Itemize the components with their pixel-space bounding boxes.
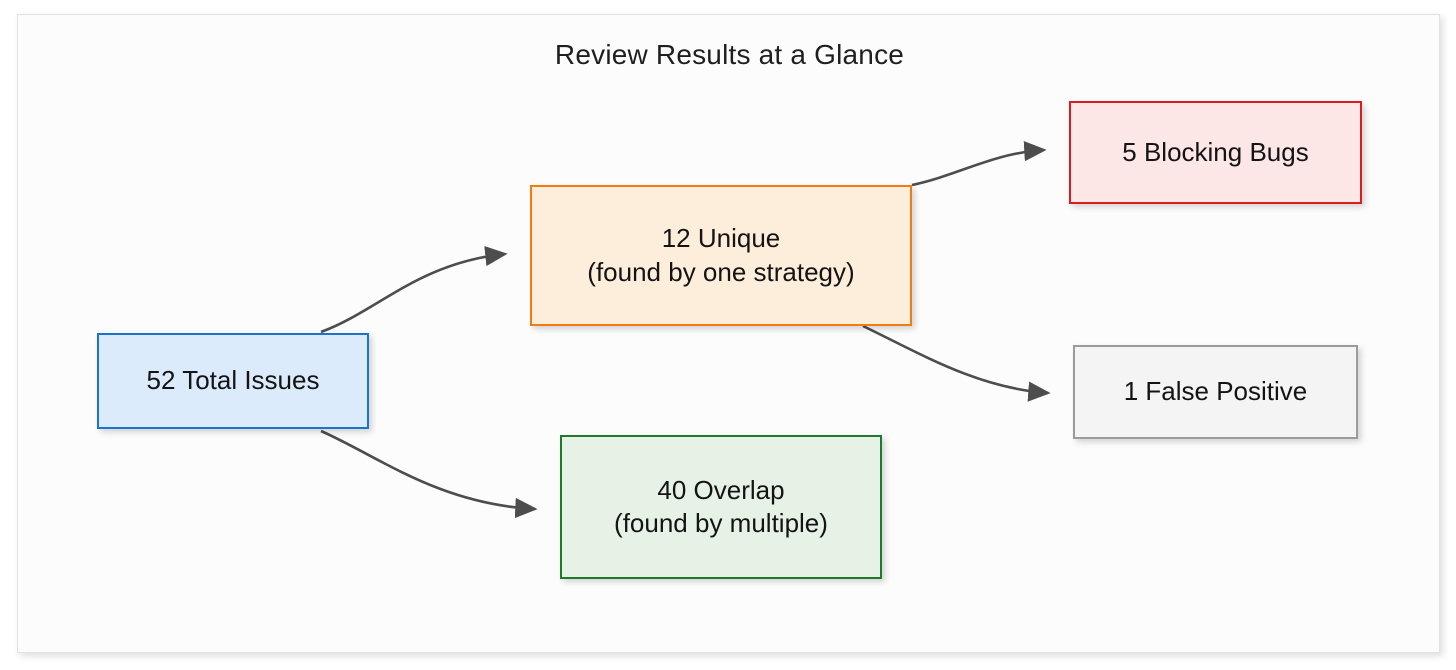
edge-unique-to-blocking [911, 141, 1047, 187]
edge-total-to-unique [320, 245, 508, 334]
page-title: Review Results at a Glance [554, 39, 905, 70]
node-false-positive-label: 1 False Positive [1123, 376, 1308, 407]
diagram-canvas: Review Results at a Glance 52 Total Issu… [17, 14, 1440, 653]
node-false-positive[interactable]: 1 False Positive [1073, 345, 1358, 439]
node-unique[interactable]: 12 Unique (found by one strategy) [530, 185, 912, 326]
node-overlap[interactable]: 40 Overlap (found by multiple) [560, 435, 882, 579]
node-blocking-bugs[interactable]: 5 Blocking Bugs [1069, 101, 1362, 204]
node-overlap-sublabel: (found by multiple) [614, 508, 828, 538]
node-total-issues-label: 52 Total Issues [146, 365, 320, 396]
node-total-issues[interactable]: 52 Total Issues [97, 333, 369, 429]
node-unique-label: 12 Unique [661, 223, 781, 254]
edge-unique-to-falsepos [862, 324, 1051, 402]
node-overlap-label: 40 Overlap [657, 474, 785, 505]
node-blocking-bugs-label: 5 Blocking Bugs [1122, 136, 1309, 167]
edge-total-to-overlap [320, 429, 538, 519]
node-unique-sublabel: (found by one strategy) [587, 256, 855, 287]
